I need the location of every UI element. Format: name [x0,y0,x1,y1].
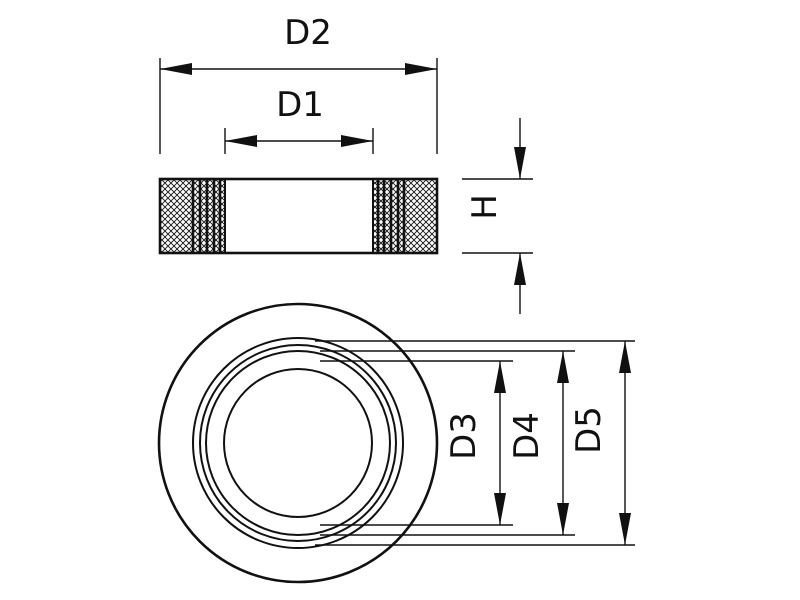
h-dimension [514,118,526,314]
ring-2 [199,344,397,542]
right-thread [376,179,406,253]
inner-bore [223,368,373,518]
outer-circle [157,302,439,584]
d1-dimension [225,135,373,147]
ring-3 [205,350,391,536]
left-thread [191,179,222,253]
d4-label: D4 [507,412,547,460]
d1-label: D1 [276,85,324,125]
d5-dimension [619,341,631,545]
d4-dimension [557,351,569,535]
h-label: H [465,194,505,220]
section-outline [158,177,439,255]
d3-label: D3 [444,412,484,460]
ring-1 [192,337,404,549]
d2-dimension [160,63,437,75]
side-view: D2 D1 [158,13,533,314]
top-view: D3 D4 D5 [157,302,635,584]
d5-label: D5 [569,406,609,454]
d3-dimension [494,361,506,525]
d2-label: D2 [284,13,332,53]
